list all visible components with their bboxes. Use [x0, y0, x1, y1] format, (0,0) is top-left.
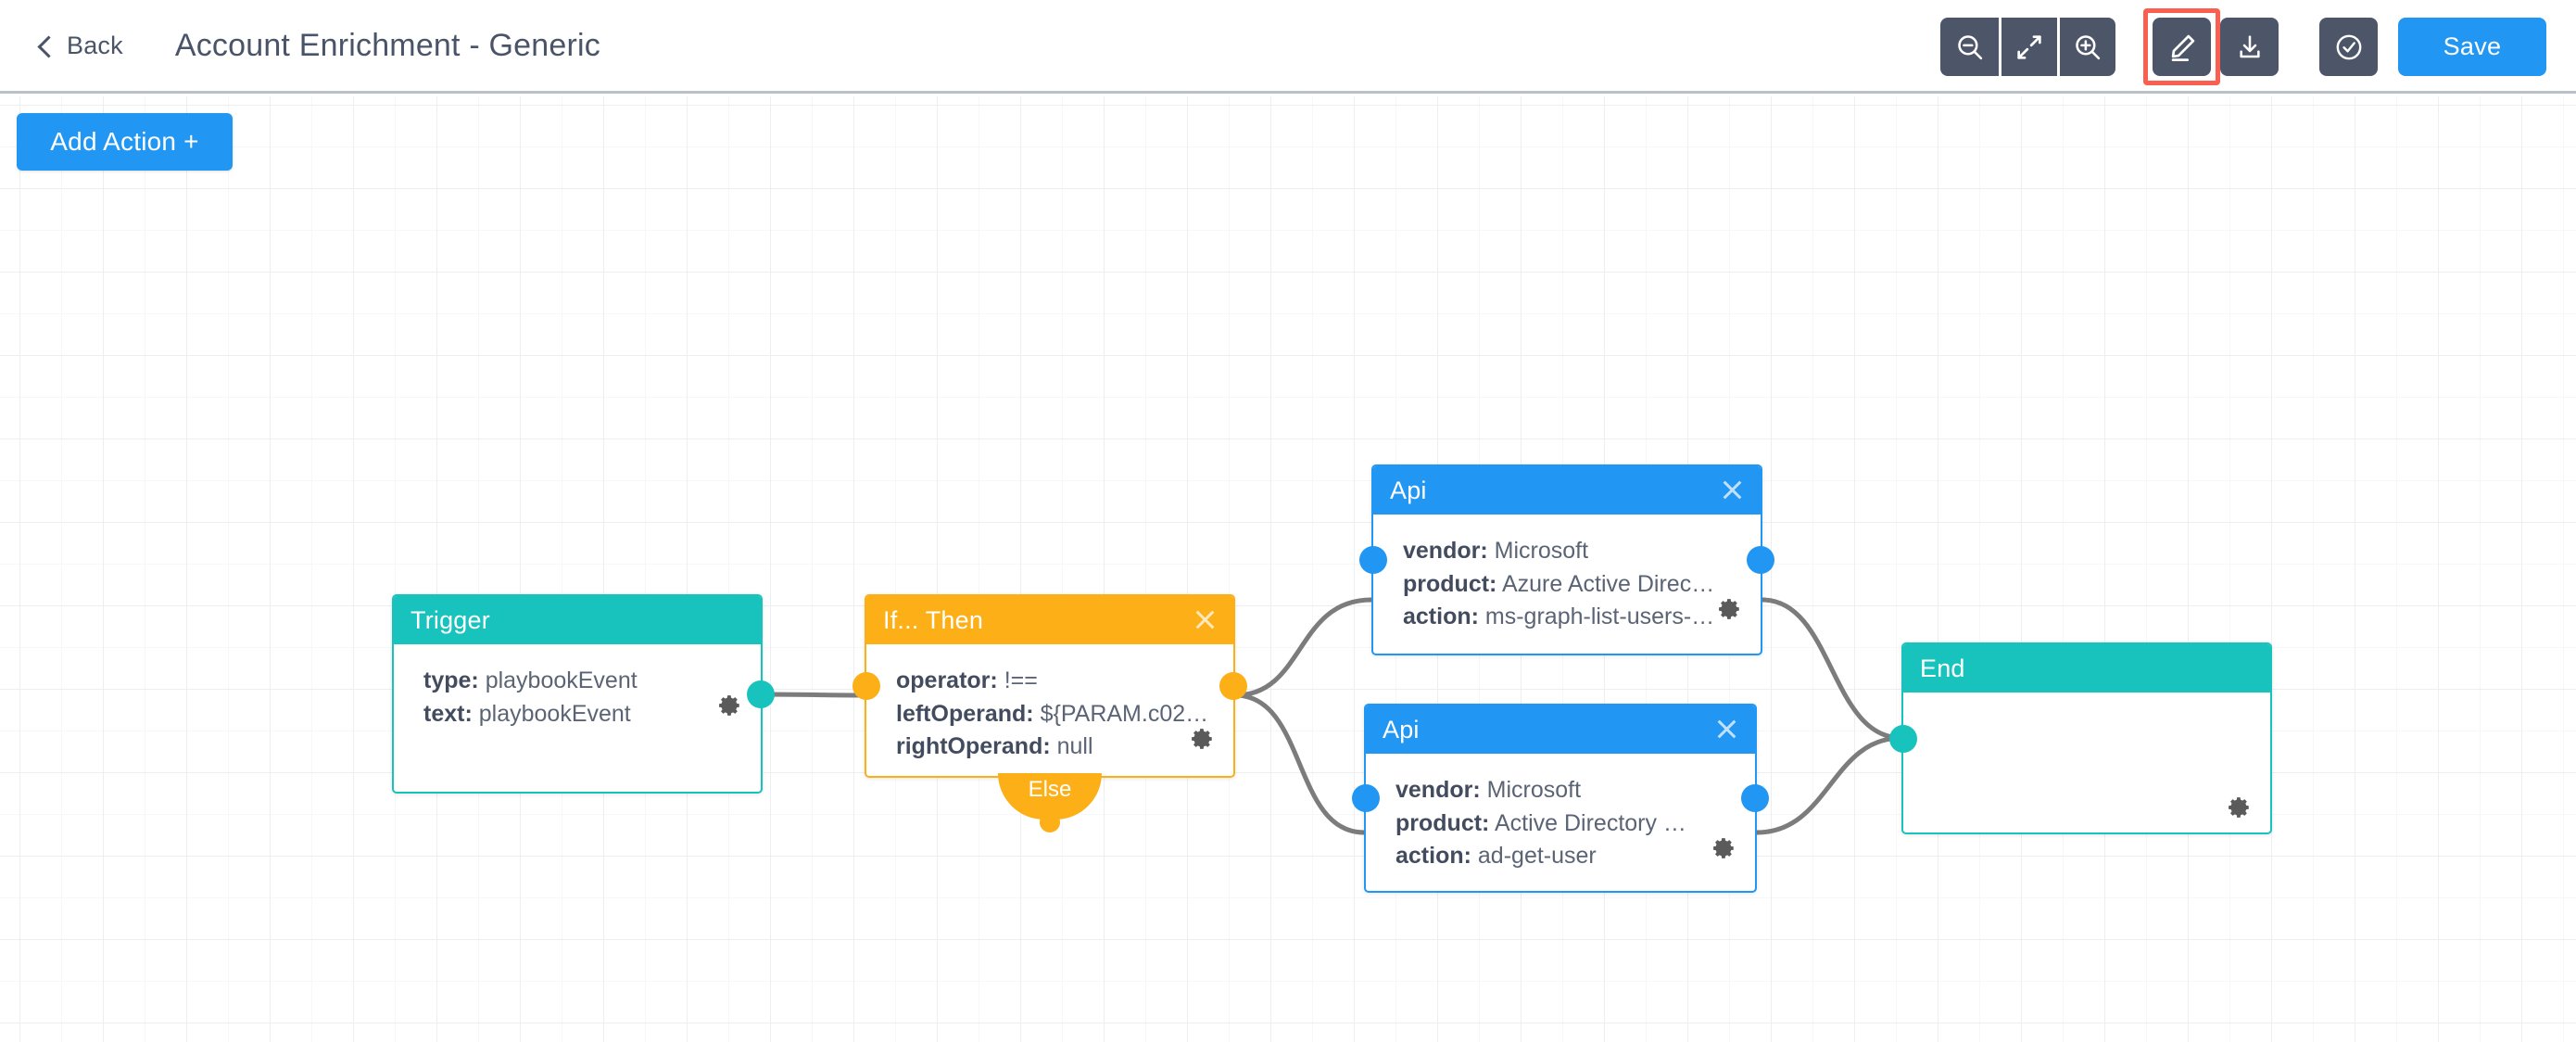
save-button[interactable]: Save [2398, 18, 2546, 76]
zoom-in-button[interactable] [2057, 18, 2115, 76]
field-value: Microsoft [1494, 538, 1589, 564]
node-body [1903, 693, 2270, 832]
field-key: product: [1403, 570, 1497, 597]
node-title: Api [1383, 715, 1420, 743]
close-icon[interactable] [1712, 716, 1740, 743]
field-key: vendor: [1395, 777, 1481, 803]
zoom-in-icon [2072, 32, 2103, 63]
node-api-top[interactable]: Api vendor: Microsoft product: Azure Act… [1359, 464, 1774, 655]
node-field-text: text: playbookEvent [423, 698, 742, 731]
node-header: If... Then [866, 596, 1233, 644]
gear-icon[interactable] [718, 693, 742, 718]
back-label: Back [67, 31, 123, 59]
field-key: type: [423, 667, 479, 693]
node-api-bottom[interactable]: Api vendor: Microsoft product: Active Di… [1352, 704, 1769, 893]
edge-trigger-to-if [760, 692, 865, 698]
node-field-vendor: vendor: Microsoft [1403, 535, 1742, 568]
field-value: Microsoft [1486, 777, 1582, 803]
check-circle-icon [2333, 32, 2365, 63]
edge-api-bottom-to-end [1754, 735, 1904, 835]
back-button[interactable]: Back [35, 32, 123, 60]
validate-button[interactable] [2319, 18, 2378, 76]
field-value: Active Directory … [1494, 809, 1686, 836]
pencil-edit-icon [2166, 32, 2198, 63]
field-key: operator: [896, 667, 998, 693]
edge-api-top-to-end [1760, 597, 1904, 741]
node-field-leftoperand: leftOperand: ${PARAM.c02… [896, 698, 1215, 731]
node-field-product: product: Azure Active Direc… [1403, 568, 1742, 602]
input-port[interactable] [1889, 724, 1917, 753]
node-if-then[interactable]: If... Then operator: !== leftOperand: ${… [852, 594, 1247, 832]
gear-icon[interactable] [2228, 795, 2252, 820]
field-value: Azure Active Direc… [1501, 570, 1715, 597]
node-field-action: action: ad-get-user [1395, 840, 1736, 873]
zoom-tool-group [1940, 18, 2115, 76]
node-body: vendor: Microsoft product: Azure Active … [1373, 515, 1761, 634]
field-key: text: [423, 700, 473, 727]
node-field-action: action: ms-graph-list-users-… [1403, 601, 1742, 634]
node-field-product: product: Active Directory … [1395, 807, 1736, 841]
page-title: Account Enrichment - Generic [174, 27, 600, 63]
node-header: End [1903, 644, 2270, 693]
fit-to-screen-button[interactable] [1999, 18, 2057, 76]
gear-icon[interactable] [1718, 597, 1742, 621]
app-header: Back Account Enrichment - Generic [0, 0, 2576, 94]
edit-button[interactable] [2153, 18, 2211, 76]
node-header: Trigger [394, 596, 761, 644]
node-header: Api [1366, 705, 1755, 754]
zoom-out-icon [1954, 32, 1986, 63]
field-key: vendor: [1403, 538, 1488, 564]
field-key: leftOperand: [896, 700, 1034, 727]
node-header: Api [1373, 466, 1761, 515]
field-value: playbookEvent [478, 700, 631, 727]
output-port[interactable] [1747, 546, 1774, 574]
node-trigger[interactable]: Trigger type: playbookEvent text: playbo… [392, 594, 775, 794]
gear-icon[interactable] [1712, 836, 1736, 860]
chevron-left-icon [35, 36, 54, 55]
node-title: Trigger [410, 605, 490, 634]
field-value: !== [1004, 667, 1038, 693]
field-key: product: [1395, 809, 1490, 836]
node-field-vendor: vendor: Microsoft [1395, 774, 1736, 807]
download-button[interactable] [2220, 18, 2279, 76]
node-end[interactable]: End [1889, 642, 2272, 834]
edit-tool-highlight [2143, 8, 2220, 85]
node-body: type: playbookEvent text: playbookEvent [394, 644, 761, 731]
input-port[interactable] [852, 672, 880, 700]
field-value: ad-get-user [1477, 843, 1597, 869]
node-body: vendor: Microsoft product: Active Direct… [1366, 754, 1755, 873]
field-value: null [1056, 733, 1093, 759]
field-key: rightOperand: [896, 733, 1051, 759]
input-port[interactable] [1359, 546, 1387, 574]
playbook-canvas[interactable]: Add Action + Trigger type: playbookEvent… [0, 96, 2576, 1042]
node-title: End [1920, 654, 1965, 682]
node-field-operator: operator: !== [896, 665, 1215, 698]
field-value: playbookEvent [485, 667, 638, 693]
gear-icon[interactable] [1191, 727, 1215, 751]
node-body: operator: !== leftOperand: ${PARAM.c02… … [866, 644, 1233, 764]
edge-if-to-api-top [1232, 597, 1374, 698]
input-port[interactable] [1352, 784, 1380, 812]
download-icon [2235, 32, 2265, 62]
header-toolbar: Save [1913, 0, 2546, 94]
output-port[interactable] [1219, 672, 1247, 700]
node-field-rightoperand: rightOperand: null [896, 731, 1215, 764]
close-icon[interactable] [1191, 606, 1219, 634]
node-title: Api [1390, 476, 1427, 504]
output-port[interactable] [747, 680, 775, 708]
node-field-type: type: playbookEvent [423, 665, 742, 698]
node-title: If... Then [883, 605, 984, 634]
field-value: ms-graph-list-users-… [1484, 604, 1715, 629]
field-key: action: [1403, 604, 1479, 629]
fit-to-screen-icon [2014, 32, 2045, 63]
edge-if-to-api-bottom [1232, 693, 1367, 835]
add-action-button[interactable]: Add Action + [17, 113, 233, 171]
edge-layer [760, 597, 1904, 835]
close-icon[interactable] [1718, 477, 1746, 504]
output-port[interactable] [1741, 784, 1769, 812]
field-key: action: [1395, 843, 1471, 869]
zoom-out-button[interactable] [1940, 18, 1999, 76]
field-value: ${PARAM.c02… [1040, 700, 1209, 727]
